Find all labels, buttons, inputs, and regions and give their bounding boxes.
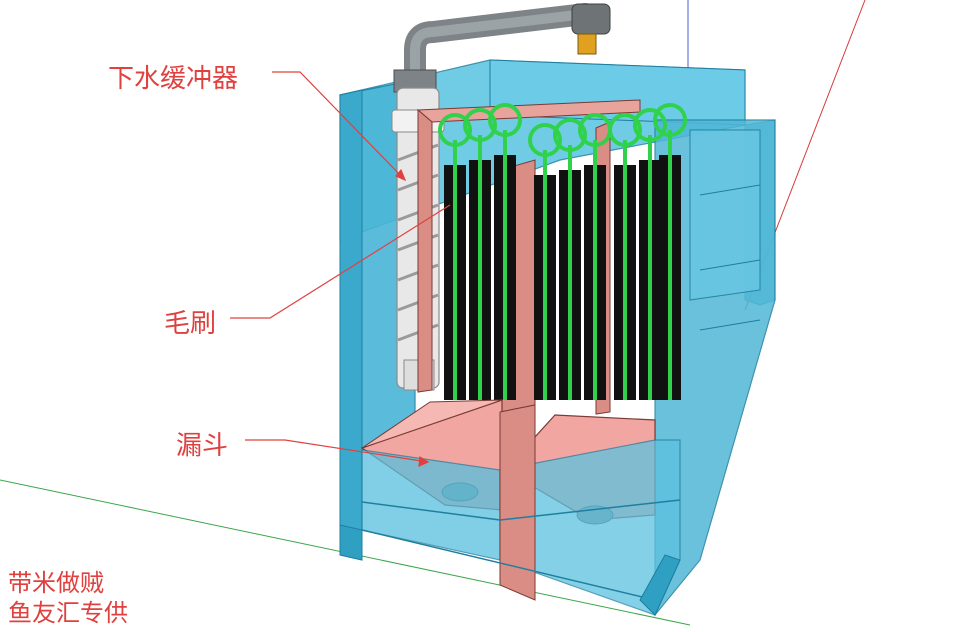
brush-ring xyxy=(488,103,522,137)
brush-group xyxy=(438,103,687,400)
label-brush: 毛刷 xyxy=(164,309,217,339)
tank-front-lower xyxy=(339,404,681,616)
brush-ring xyxy=(438,113,472,147)
tank-left-wall xyxy=(339,79,416,561)
inlet-pipe xyxy=(393,3,611,96)
leader-lines xyxy=(230,71,451,467)
brush-ring xyxy=(463,108,497,142)
label-funnel: 漏斗 xyxy=(176,431,229,461)
brush-ring xyxy=(633,108,667,142)
credit-line-1: 带米做贼 xyxy=(8,569,104,597)
brush-ring xyxy=(608,113,642,147)
brush-ring xyxy=(653,103,687,137)
brush-ring xyxy=(528,123,562,157)
credit-line-2: 鱼友汇专供 xyxy=(8,599,128,627)
brush-ring xyxy=(553,118,587,152)
label-drain-buffer: 下水缓冲器 xyxy=(108,64,239,94)
tank-right-side xyxy=(654,119,776,617)
